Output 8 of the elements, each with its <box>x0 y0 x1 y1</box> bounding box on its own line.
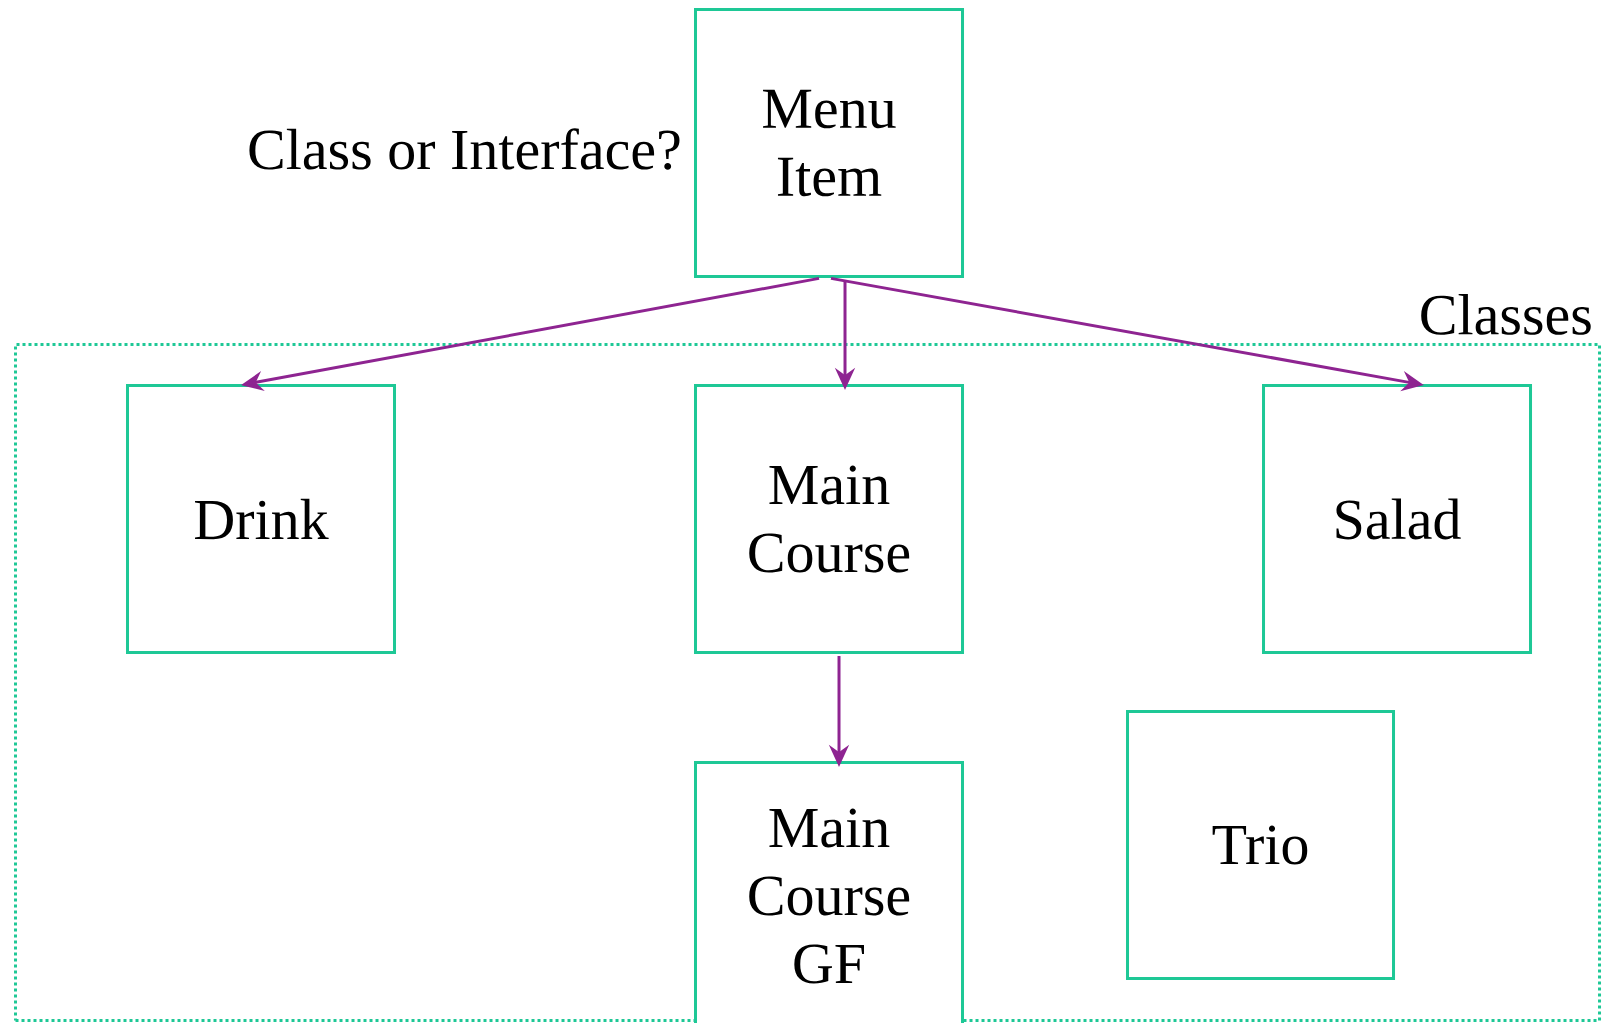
class-box: Drink <box>126 384 396 654</box>
class-box: Trio <box>1126 710 1395 980</box>
side-label: Class or Interface? <box>249 128 680 170</box>
class-box: Salad <box>1262 384 1532 654</box>
node-label: Classes <box>1421 294 1591 335</box>
class-box: Menu Item <box>694 8 964 278</box>
class-box: Main Course GF <box>694 761 964 1023</box>
class-box: Main Course <box>694 384 964 654</box>
